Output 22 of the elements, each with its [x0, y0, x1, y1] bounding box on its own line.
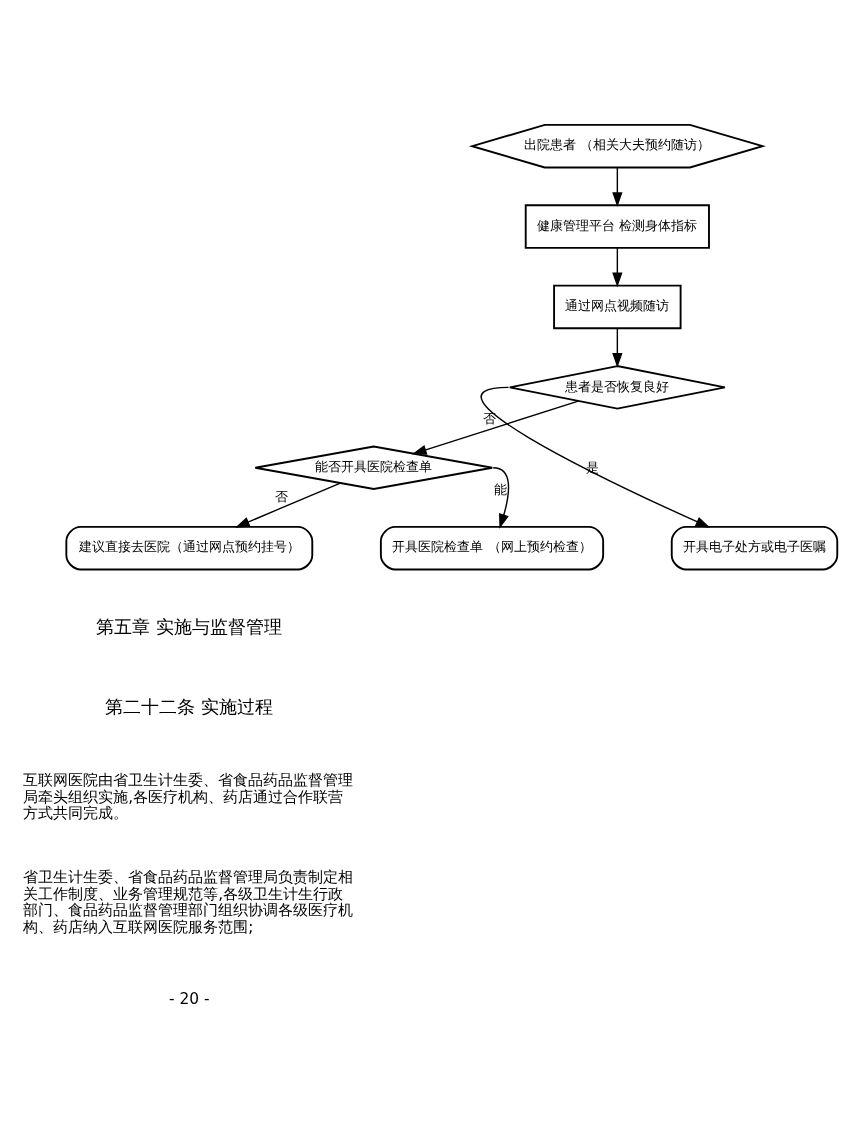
node-box: 健康管理平台 检测身体指标: [524, 204, 710, 249]
arrow: [611, 247, 622, 288]
edge-label: 否: [482, 411, 496, 427]
edge-label: 否: [274, 489, 288, 505]
node-box: 通过网点视频随访: [552, 284, 682, 330]
arrow: [611, 167, 622, 207]
edge-label: 是: [585, 459, 599, 475]
label: 第二十二条 实施过程: [105, 697, 273, 718]
label: 互联网医院由省卫生计生委、省食品药品监督管理局牵头组织实施,各医疗机构、药店通过合作联营方式共同完成。: [22, 771, 353, 823]
arrow: [411, 400, 579, 455]
arrow: [480, 386, 710, 528]
node-box: 开具医院检查单 （网上预约检查）: [379, 525, 604, 571]
label: - 20 -: [168, 989, 210, 1008]
node-box: 建议直接去医院（通过网点预约挂号）: [64, 525, 313, 571]
edge-label: 能: [493, 482, 507, 498]
node-box: 开具电子处方或电子医嘱: [670, 525, 838, 571]
arrow: [492, 467, 509, 529]
arrow: [234, 482, 341, 528]
label: 省卫生计生委、省食品药品监督管理局负责制定相关工作制度、业务管理规范等,各级卫生计生行政部门、食品药品监督管理部门组织协调各级医疗机构、药店纳入互联网医院服务范围;: [22, 868, 353, 936]
node-diamond: 患者是否恢复良好: [508, 365, 726, 410]
arrow: [611, 327, 622, 368]
label: 第五章 实施与监督管理: [96, 616, 282, 637]
